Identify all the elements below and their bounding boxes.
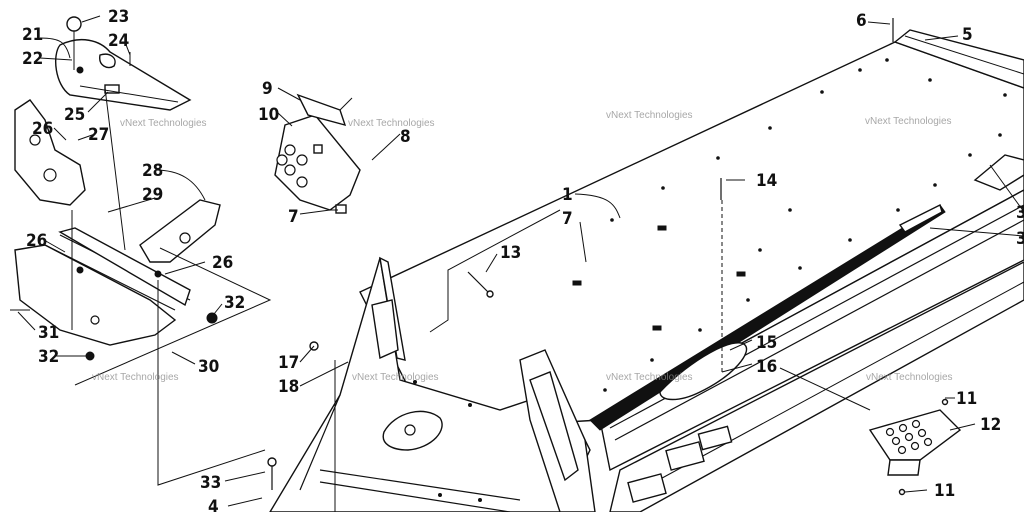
callout-31: 31	[38, 323, 59, 343]
callout-5: 5	[962, 25, 973, 45]
watermark: vNext Technologies	[865, 116, 952, 127]
watermark: vNext Technologies	[120, 118, 207, 129]
callout-8: 8	[400, 127, 411, 147]
callout-26: 26	[212, 253, 233, 273]
callout-3: 3	[1016, 203, 1024, 223]
callout-30: 30	[198, 357, 219, 377]
bracket-assembly-26-32	[10, 99, 221, 361]
watermark: vNext Technologies	[352, 372, 439, 383]
callout-3: 3	[1016, 229, 1024, 249]
front-frame	[269, 256, 596, 512]
callout-23: 23	[108, 7, 129, 27]
callout-29: 29	[142, 185, 163, 205]
chassis-tunnel	[359, 29, 1024, 512]
callout-7: 7	[288, 207, 299, 227]
callout-22: 22	[22, 49, 43, 69]
watermark: vNext Technologies	[606, 372, 693, 383]
callout-18: 18	[278, 377, 299, 397]
callout-17: 17	[278, 353, 299, 373]
callout-24: 24	[108, 31, 129, 51]
watermark: vNext Technologies	[606, 110, 693, 121]
callout-12: 12	[980, 415, 1001, 435]
callout-14: 14	[756, 171, 777, 191]
callout-9: 9	[262, 79, 273, 99]
cover-assembly-21-25	[54, 16, 192, 111]
watermarks: vNext Technologies vNext Technologies vN…	[92, 110, 953, 383]
callout-1: 1	[562, 185, 573, 205]
watermark: vNext Technologies	[348, 118, 435, 129]
callouts: 21 22 23 24 25 26 27 28 29 26 26 31 32 3…	[22, 7, 1024, 512]
callout-28: 28	[142, 161, 163, 181]
callout-7: 7	[562, 209, 573, 229]
watermark: vNext Technologies	[92, 372, 179, 383]
callout-21: 21	[22, 25, 43, 45]
callout-26: 26	[26, 231, 47, 251]
callout-25: 25	[64, 105, 85, 125]
leader-lines	[17, 15, 1024, 512]
callout-33: 33	[200, 473, 221, 493]
callout-27: 27	[88, 125, 109, 145]
callout-32: 32	[224, 293, 245, 313]
callout-4: 4	[208, 497, 219, 512]
foot-plate-12	[868, 409, 962, 476]
bracket-assembly-7-10	[274, 93, 361, 214]
callout-11: 11	[934, 481, 955, 501]
callout-16: 16	[756, 357, 777, 377]
hardware	[267, 18, 949, 496]
watermark: vNext Technologies	[866, 372, 953, 383]
callout-13: 13	[500, 243, 521, 263]
callout-15: 15	[756, 333, 777, 353]
callout-32: 32	[38, 347, 59, 367]
callout-10: 10	[258, 105, 279, 125]
callout-26: 26	[32, 119, 53, 139]
callout-11: 11	[956, 389, 977, 409]
callout-6: 6	[856, 11, 867, 31]
